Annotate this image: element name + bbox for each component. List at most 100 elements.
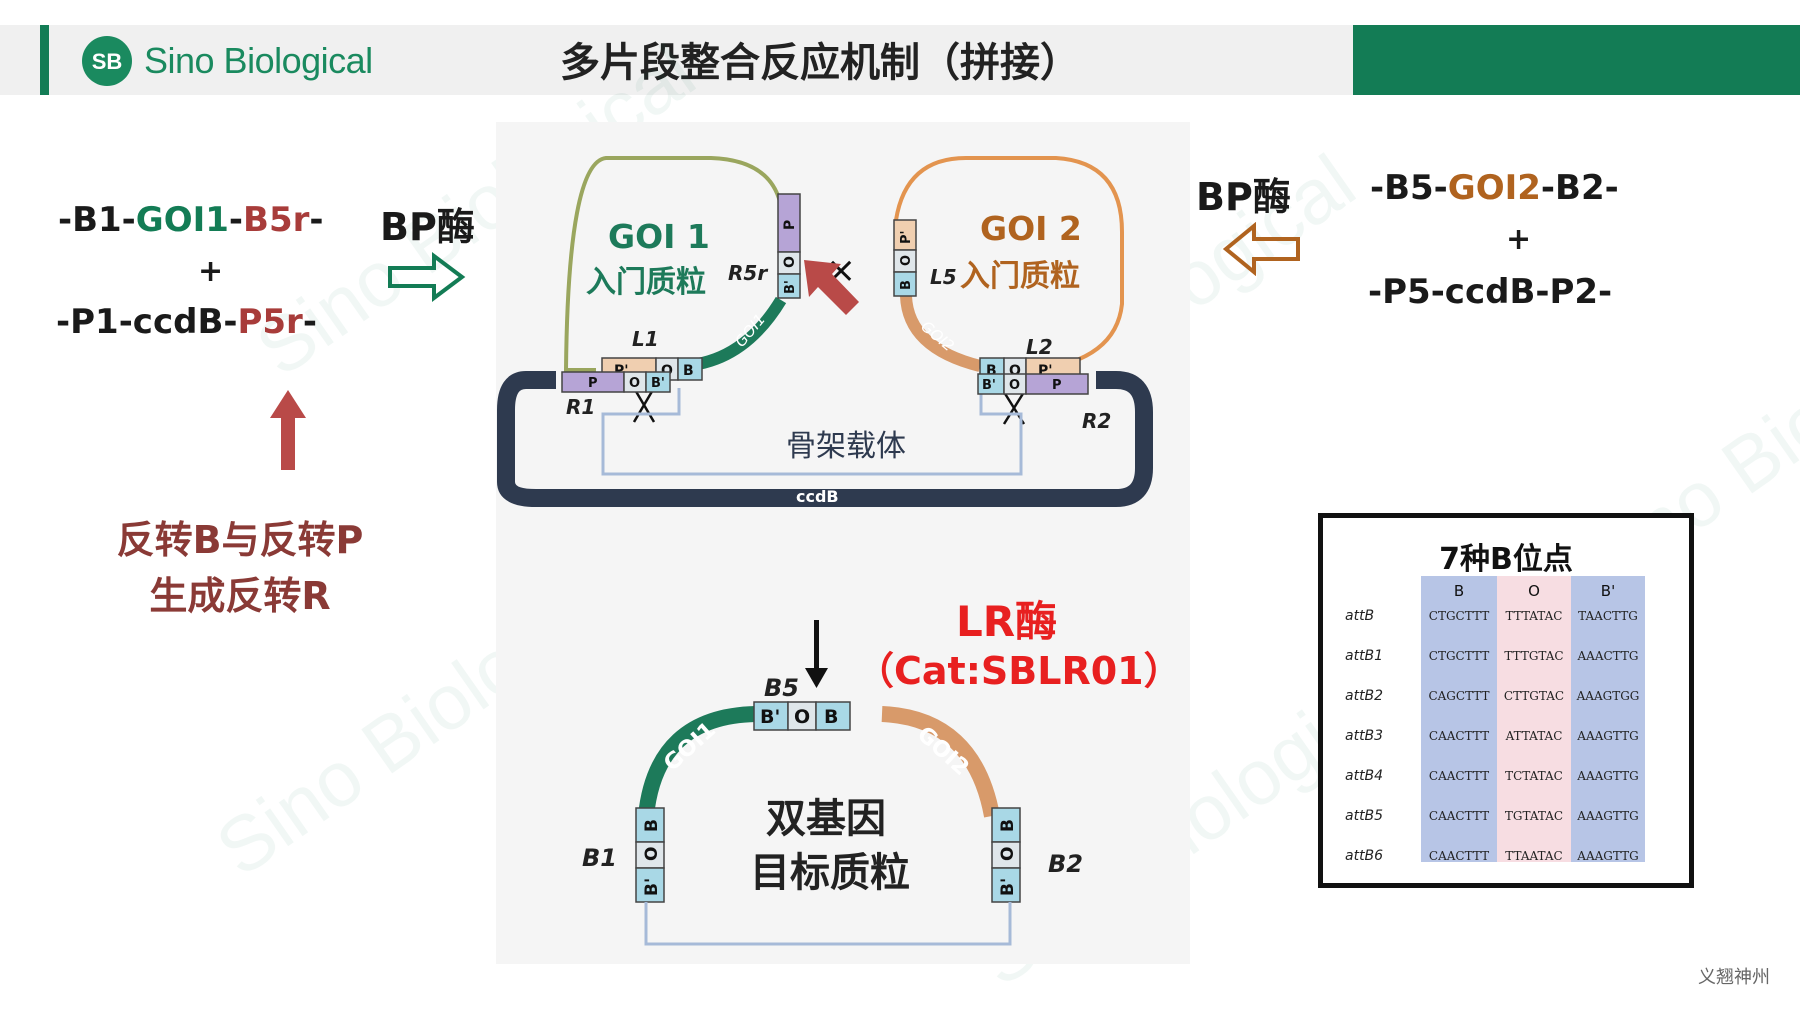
svg-text:P: P bbox=[1052, 378, 1062, 393]
att-row-o-seq: TTTATAC bbox=[1505, 609, 1562, 623]
goi1-arc bbox=[675, 296, 787, 372]
svg-text:双基因: 双基因 bbox=[766, 796, 886, 842]
diagram-panel bbox=[496, 122, 1190, 964]
svg-text:B: B bbox=[1454, 582, 1464, 600]
note-text: 反转B与反转P 生成反转R bbox=[116, 518, 364, 618]
att-row-name: attB5 bbox=[1345, 808, 1383, 824]
svg-text:O: O bbox=[1528, 582, 1540, 600]
svg-text:P': P' bbox=[899, 230, 914, 244]
svg-text:L1: L1 bbox=[632, 327, 659, 351]
backbone-outline bbox=[497, 371, 1153, 507]
att-site-table: 7种B位点 B O B' attB CTGCTTT TTTATAC TAACTTG at… bbox=[1318, 513, 1694, 888]
product-goi2-arc bbox=[881, 706, 1000, 818]
svg-text:B2: B2 bbox=[1048, 850, 1083, 878]
header-green-block bbox=[1353, 25, 1800, 95]
att-row-bprime-seq: TAACTTG bbox=[1578, 609, 1638, 623]
svg-text:P: P bbox=[782, 220, 798, 230]
att-row-name: attB1 bbox=[1345, 648, 1383, 664]
entry1-vertical-site: P O B' bbox=[777, 193, 801, 299]
sb-logo-icon: SB bbox=[82, 36, 132, 86]
att-row-o-seq: TTTGTAC bbox=[1504, 649, 1563, 663]
att-row-b-seq: CTGCTTT bbox=[1429, 609, 1489, 623]
right-fragment-ccdb: -P5-ccdB-P2- bbox=[1368, 272, 1613, 312]
att-row-b-seq: CAACTTT bbox=[1429, 729, 1489, 743]
att-row-o-seq: TCTATAC bbox=[1505, 769, 1563, 783]
up-arrow-icon bbox=[270, 390, 306, 470]
crossover-marks bbox=[632, 387, 1026, 425]
left-fragment-goi1: -B1-GOI1-B5r- bbox=[58, 200, 324, 240]
backbone-r1-site: P O B' bbox=[561, 371, 671, 393]
svg-text:B': B' bbox=[982, 378, 996, 393]
svg-text:R2: R2 bbox=[1082, 409, 1111, 433]
product-goi1-arc bbox=[638, 706, 757, 817]
svg-text:GOI 2: GOI 2 bbox=[980, 209, 1082, 248]
att-row-b-seq: CAACTTT bbox=[1429, 809, 1489, 823]
att-row-name: attB2 bbox=[1345, 688, 1383, 704]
svg-text:B: B bbox=[824, 706, 838, 728]
page-title: 多片段整合反应机制（拼接） bbox=[560, 40, 1080, 86]
att-row-name: attB bbox=[1345, 608, 1374, 624]
svg-text:B': B' bbox=[651, 376, 665, 391]
svg-text:O: O bbox=[899, 255, 914, 266]
svg-text:P: P bbox=[588, 376, 598, 391]
svg-text:B': B' bbox=[998, 878, 1018, 896]
svg-text:O: O bbox=[998, 847, 1018, 861]
svg-text:B': B' bbox=[642, 878, 662, 896]
att-row-name: attB3 bbox=[1345, 728, 1383, 744]
backbone-inner-line bbox=[601, 388, 1023, 476]
right-arrow-icon bbox=[388, 252, 466, 302]
backbone-r2-site: B' O P bbox=[977, 373, 1089, 395]
lr-enzyme-label: LR酶 bbox=[956, 597, 1058, 646]
att-row-o-seq: TTAATAC bbox=[1505, 849, 1562, 863]
company-logo: SB Sino Biological bbox=[80, 34, 373, 88]
svg-text:L2: L2 bbox=[1026, 335, 1053, 359]
logo-text: Sino Biological bbox=[144, 40, 373, 81]
att-row-o-seq: ATTATAC bbox=[1505, 729, 1563, 743]
att-row-bprime-seq: AAAGTTG bbox=[1576, 729, 1638, 743]
svg-text:B': B' bbox=[1601, 582, 1615, 600]
svg-text:B: B bbox=[683, 363, 694, 379]
entry-plasmid-2-outline bbox=[894, 156, 1124, 372]
att-row-bprime-seq: AAAGTTG bbox=[1576, 849, 1638, 863]
lr-catalog-label: （Cat:SBLR01） bbox=[856, 649, 1182, 693]
plus-sign: + bbox=[198, 254, 224, 289]
att-row-name: attB6 bbox=[1345, 848, 1383, 864]
att-row-o-seq: TGTATAC bbox=[1505, 809, 1563, 823]
svg-text:ccdB: ccdB bbox=[796, 487, 839, 506]
bp-enzyme-label-left: BP酶 bbox=[380, 205, 475, 249]
product-right-site: B O B' bbox=[991, 807, 1021, 903]
red-diagonal-arrow-icon bbox=[804, 260, 859, 315]
svg-text:GOI 1: GOI 1 bbox=[608, 217, 710, 256]
att-row-bprime-seq: AAAGTGG bbox=[1576, 689, 1640, 703]
att-row-bprime-seq: AAAGTTG bbox=[1576, 769, 1638, 783]
svg-text:入门质粒: 入门质粒 bbox=[586, 265, 706, 300]
svg-text:B: B bbox=[642, 819, 662, 832]
att-row-name: attB4 bbox=[1345, 768, 1383, 784]
att-row-bprime-seq: AAAGTTG bbox=[1576, 809, 1638, 823]
att-row-bprime-seq: AAACTTG bbox=[1577, 649, 1639, 663]
att-row-b-seq: CAGCTTT bbox=[1428, 689, 1489, 703]
gateway-diagram: GOI1 GOI 1 入门质粒 R5r L1 P O B' P' O B × G… bbox=[497, 156, 1153, 946]
entry2-vertical-site: P' O B bbox=[893, 219, 917, 297]
table-title: 7种B位点 bbox=[1439, 542, 1573, 577]
product-left-site: B O B' bbox=[635, 807, 665, 903]
svg-text:B1: B1 bbox=[582, 844, 617, 872]
att-row-b-seq: CAACTTT bbox=[1429, 849, 1489, 863]
svg-text:O: O bbox=[794, 706, 810, 728]
product-bottom-line bbox=[644, 902, 1012, 946]
left-arrow-icon bbox=[1222, 222, 1300, 276]
svg-text:R1: R1 bbox=[566, 395, 595, 419]
product-top-site: B' O B bbox=[753, 701, 851, 731]
svg-text:入门质粒: 入门质粒 bbox=[960, 259, 1080, 294]
svg-text:O: O bbox=[782, 256, 798, 268]
svg-text:L5: L5 bbox=[930, 265, 957, 289]
svg-text:O: O bbox=[1009, 378, 1020, 393]
goi2-arc bbox=[900, 295, 982, 372]
left-fragment-ccdb: -P1-ccdB-P5r- bbox=[56, 302, 317, 342]
svg-text:目标质粒: 目标质粒 bbox=[750, 850, 910, 896]
svg-text:B: B bbox=[899, 280, 914, 290]
svg-text:B: B bbox=[998, 819, 1018, 832]
svg-text:SB: SB bbox=[92, 49, 123, 74]
plus-sign: + bbox=[1506, 222, 1532, 257]
